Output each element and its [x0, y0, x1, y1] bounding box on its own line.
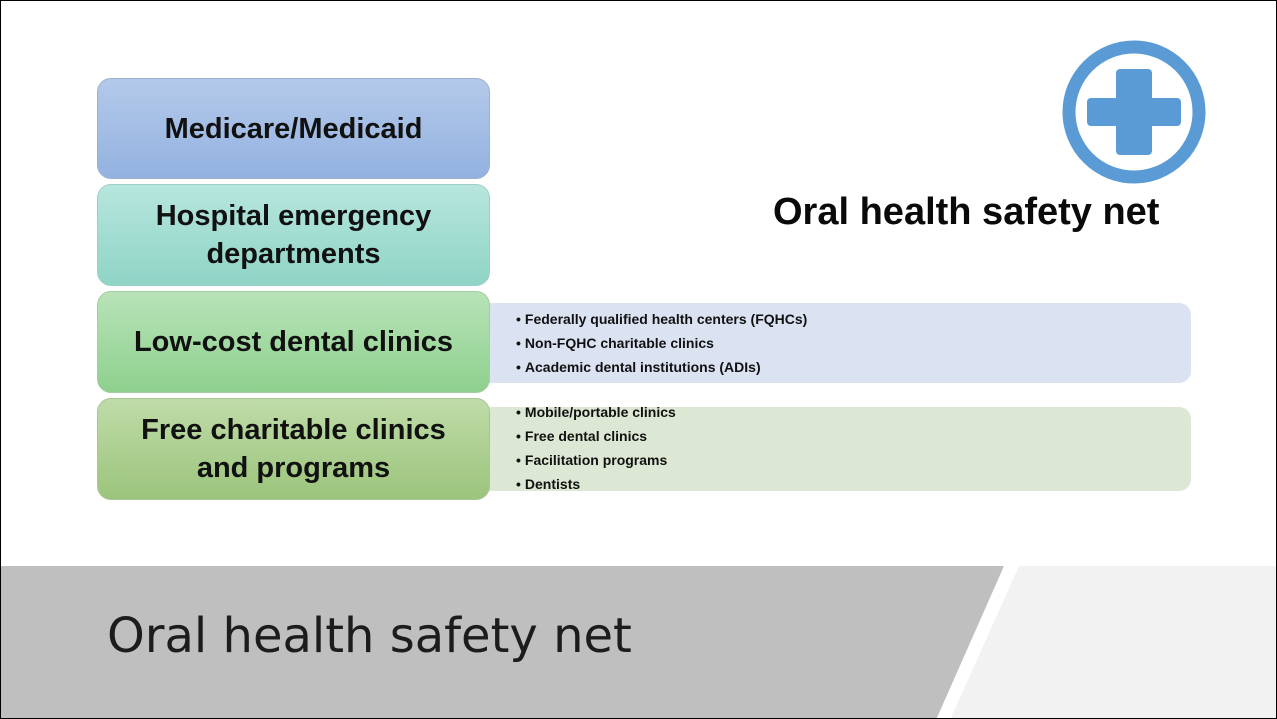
tier-label: Medicare/Medicaid: [164, 112, 423, 145]
list-item: Dentists: [516, 472, 676, 496]
tier-hospital-emergency: Hospital emergency departments: [97, 184, 490, 286]
diagram-heading: Oral health safety net: [773, 191, 1160, 233]
list-item: Free dental clinics: [516, 424, 676, 448]
list-item: Mobile/portable clinics: [516, 400, 676, 424]
tier-label: Low-cost dental clinics: [133, 326, 454, 358]
tier-label: Hospital emergency departments: [155, 200, 432, 270]
slide-title: Oral health safety net: [107, 608, 632, 664]
tier-low-cost-dental: Low-cost dental clinics: [97, 291, 490, 393]
list-item: Facilitation programs: [516, 448, 676, 472]
list-item: Academic dental institutions (ADIs): [516, 355, 807, 379]
tier-free-charitable: Free charitable clinics and programs: [97, 398, 490, 500]
tier-medicare-medicaid: Medicare/Medicaid: [97, 78, 490, 179]
tier-label: Free charitable clinics and programs: [141, 414, 446, 484]
detail-list-low-cost: Federally qualified health centers (FQHC…: [516, 307, 807, 379]
list-item: Federally qualified health centers (FQHC…: [516, 307, 807, 331]
detail-list-free-charitable: Mobile/portable clinics Free dental clin…: [516, 400, 676, 496]
plus-cross-icon: [1062, 40, 1206, 184]
list-item: Non-FQHC charitable clinics: [516, 331, 807, 355]
footer-band: [1, 566, 1276, 718]
